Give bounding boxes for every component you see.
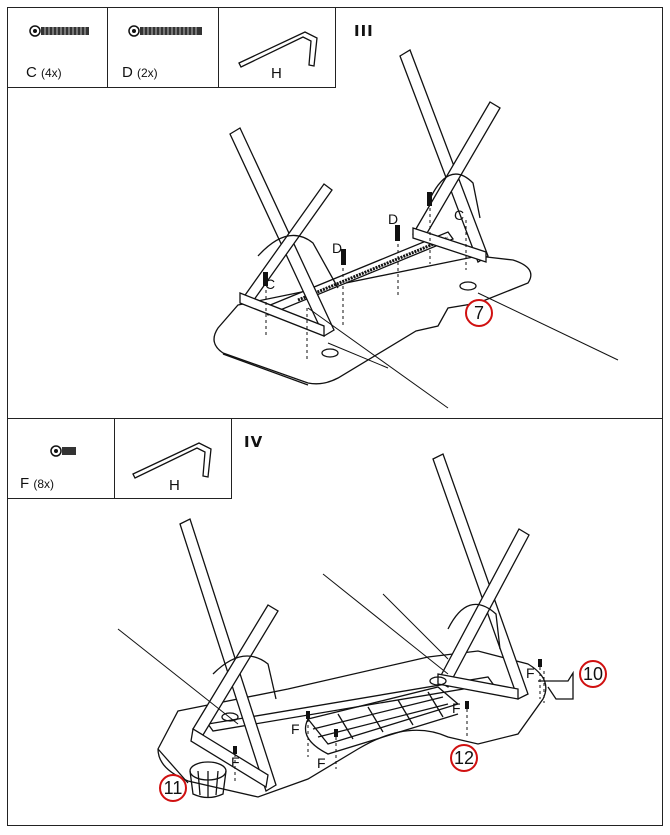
- part-h-label-4: H: [169, 477, 180, 494]
- part-c-qty: (4x): [41, 66, 62, 80]
- right-foot-bar: [437, 673, 519, 700]
- tabletop-shape: [213, 255, 532, 385]
- long-screw-icon: [29, 25, 89, 37]
- cable-holder: [538, 670, 574, 700]
- part-c-label: C: [26, 64, 37, 81]
- callout-10: 10: [579, 660, 607, 688]
- marker-f-4: F: [452, 700, 461, 716]
- allen-key-icon: [132, 442, 212, 479]
- marker-f-2: F: [291, 721, 300, 737]
- right-leg-a: [399, 49, 489, 263]
- left-foot-bar: [190, 727, 269, 789]
- step-3-panel: C (4x) D (2x) H III: [7, 7, 663, 419]
- marker-f-3: F: [317, 755, 326, 771]
- marker-d-right: D: [388, 211, 399, 227]
- step-4-panel: F (8x) H IV: [7, 418, 663, 826]
- step-4-title: IV: [244, 433, 264, 451]
- part-h-cell: H: [219, 8, 336, 88]
- part-d-qty: (2x): [137, 66, 158, 80]
- part-f-qty: (8x): [33, 477, 55, 491]
- left-leg-a: [179, 518, 277, 792]
- step-3-drawing: [213, 49, 619, 409]
- long-screw-icon: [128, 25, 202, 37]
- left-foot-bar: [239, 292, 325, 337]
- part-f-cell: F (8x): [8, 419, 115, 499]
- part-c-cell: C (4x): [8, 8, 108, 88]
- step-3-title: III: [354, 22, 374, 40]
- right-foot-bar: [412, 227, 487, 263]
- short-screw-icon: [50, 445, 76, 457]
- marker-c-right: C: [454, 207, 465, 223]
- tabletop-edge: [222, 353, 309, 386]
- callout-7: 7: [465, 299, 493, 327]
- allen-key-icon: [238, 31, 318, 68]
- part-d-cell: D (2x): [108, 8, 219, 88]
- step-4-drawing: [117, 453, 574, 799]
- part-d-label: D: [122, 64, 133, 81]
- part-f-label: F: [20, 475, 30, 492]
- left-leg-a: [229, 127, 335, 337]
- marker-c-left: C: [265, 276, 276, 292]
- marker-f-5: F: [526, 665, 535, 681]
- marker-d-left: D: [332, 240, 343, 256]
- marker-f-1: F: [231, 754, 240, 770]
- callout-12: 12: [450, 744, 478, 772]
- right-leg-a: [432, 453, 529, 700]
- part-h-label: H: [271, 65, 282, 82]
- part-h-cell-4: H: [115, 419, 232, 499]
- callout-11: 11: [159, 774, 187, 802]
